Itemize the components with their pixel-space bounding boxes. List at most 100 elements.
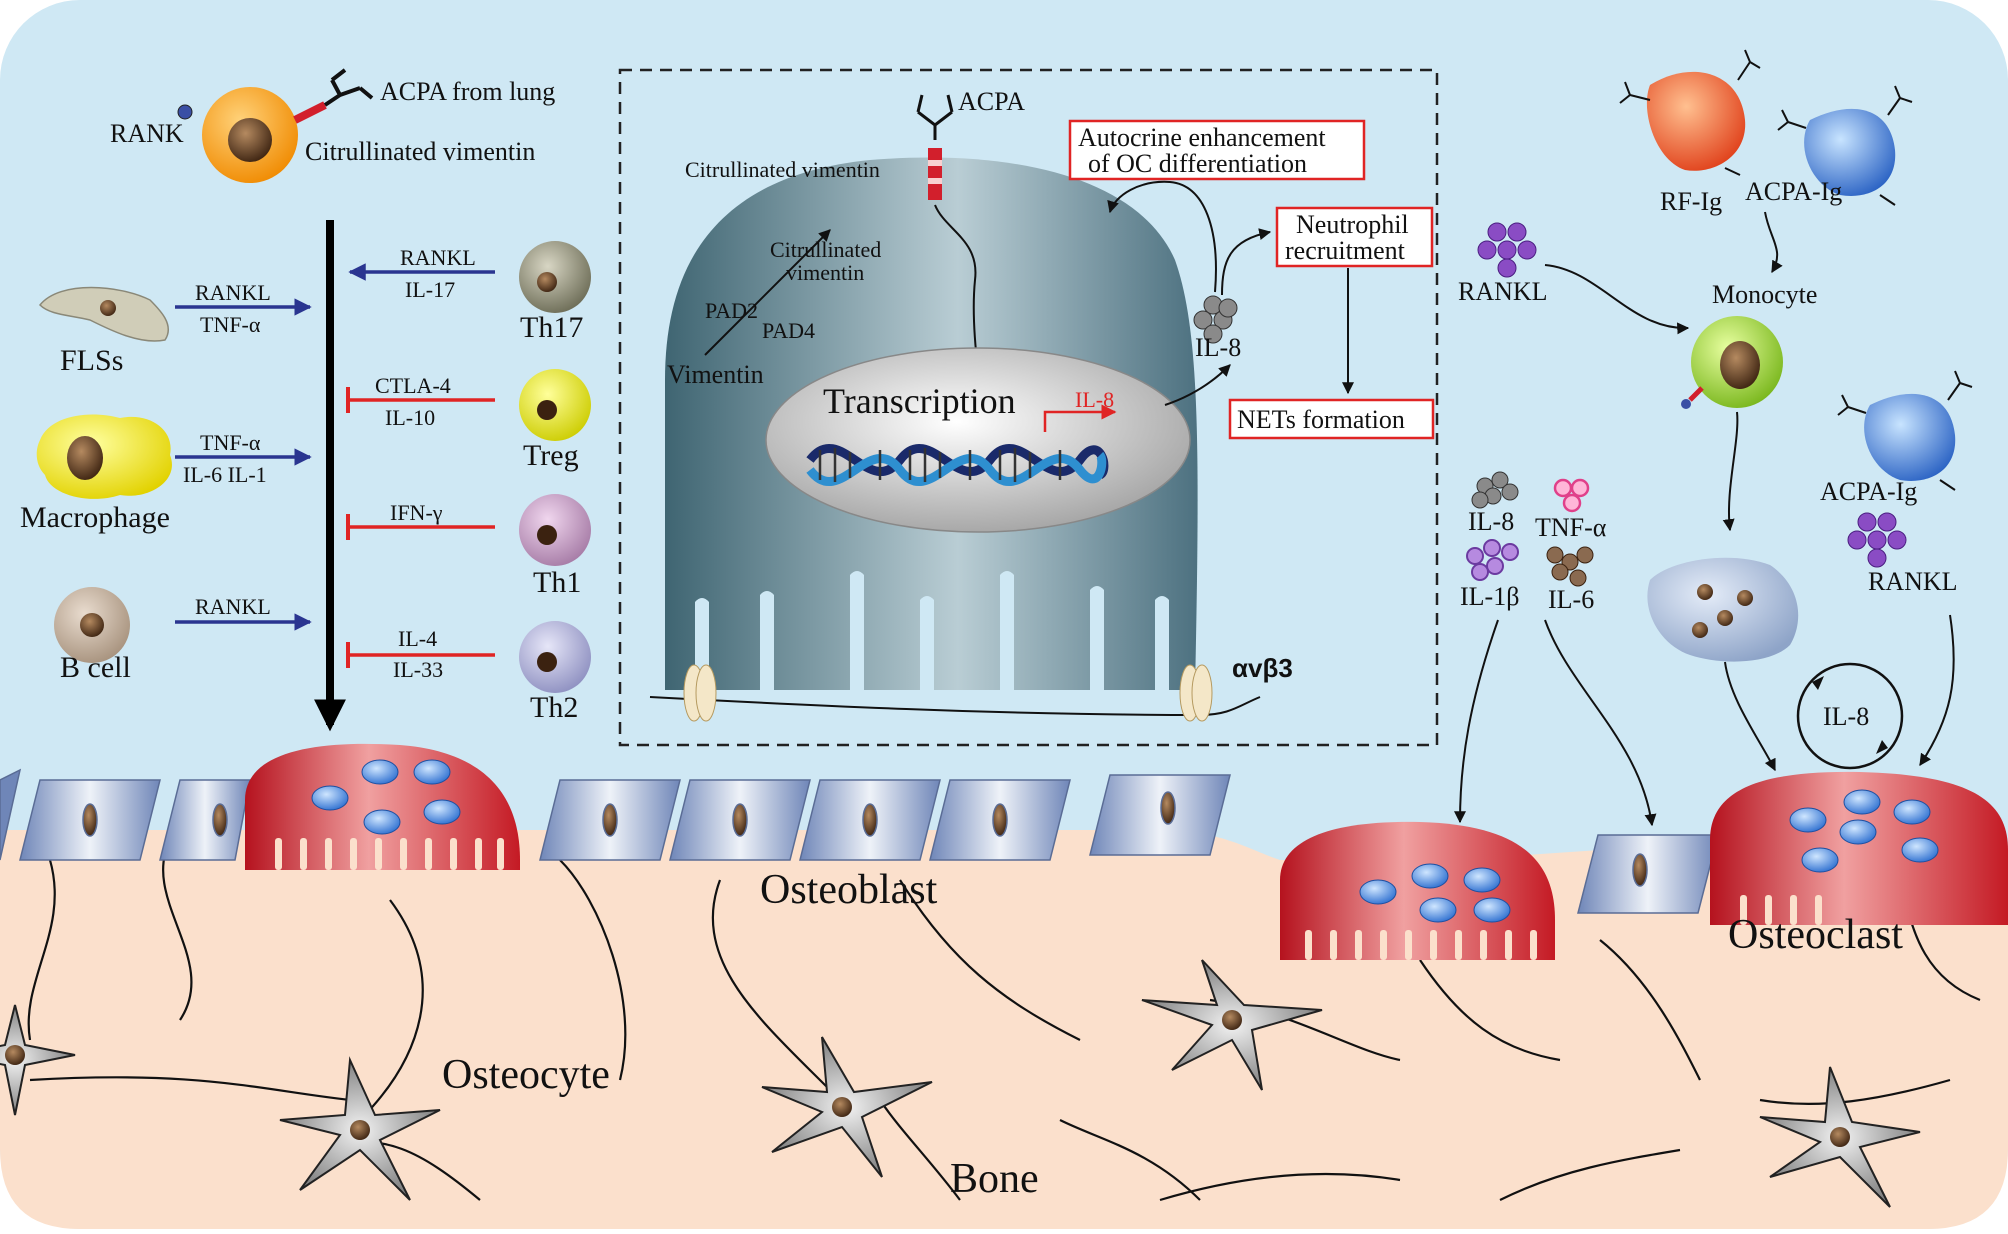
label-osteoblast: Osteoblast [760,867,938,913]
b-cell: B cell [54,587,131,684]
label-autocrine-2: of OC differentiation [1088,149,1307,178]
label-il1b: IL-1β [1460,582,1519,611]
label-acpa-from-lung: ACPA from lung [380,77,555,106]
osteoblast-cell [799,779,941,861]
rankl-cluster-left [1477,222,1537,278]
osteocyte-cell [0,1004,76,1116]
label-treg-il10: IL-10 [385,405,435,430]
label-bcell-rankl: RANKL [195,594,271,619]
nets-box: NETs formation [1228,398,1435,440]
t-cell-arrows: RANKL IL-17 CTLA-4 IL-10 IFN-γ IL-4 IL-3… [346,245,495,682]
il6-cluster [1546,546,1594,587]
rankl-cluster-right [1847,512,1907,568]
label-rf-ig: RF-Ig [1660,187,1722,216]
label-rank: RANK [110,119,184,148]
osteoblast-cell [929,779,1071,861]
monocyte-cell: Monocyte [1681,280,1817,409]
label-il8-gene: IL-8 [1075,387,1114,412]
osteoblast-cell [1089,774,1231,856]
label-il6: IL-6 [1548,585,1594,614]
label-bone: Bone [950,1156,1039,1202]
label-tnf: TNF-α [1535,513,1607,542]
il8-loop: IL-8 [1796,662,1904,770]
osteoclast-right [1710,771,2008,925]
cytokine-clusters: IL-8 TNF-α IL-1β IL-6 [1460,471,1607,614]
tnf-cluster [1553,478,1590,513]
osteoblast-cell [539,779,681,861]
acpa-to-monocyte-arrow [1764,211,1783,274]
osteocyte-cell [1141,959,1323,1091]
neutrophil-box: Neutrophil recruitment [1275,206,1434,268]
label-citrullinated-vimentin-center: Citrullinated vimentin [685,157,880,182]
label-il8-right: IL-8 [1468,507,1514,536]
label-flss-rankl: RANKL [195,280,271,305]
label-citrullinated-2: vimentin [786,260,864,285]
il8-cluster-right [1471,471,1519,509]
osteocyte-cells [0,959,1921,1208]
label-autocrine-1: Autocrine enhancement [1078,123,1326,152]
label-mac-tnf: TNF-α [200,430,261,455]
th1-cell: Th1 [519,494,591,599]
label-th2-il33: IL-33 [393,657,443,682]
label-citrullinated-1: Citrullinated [770,237,881,262]
label-neutrophil-1: Neutrophil [1296,210,1409,239]
label-rankl-left: RANKL [1458,277,1548,306]
label-macrophage: Macrophage [20,501,170,534]
osteocyte-cell [279,1056,441,1201]
rf-ig-complex: RF-Ig [1619,49,1761,216]
label-th17-rankl: RANKL [400,245,476,270]
macrophage-cell: Macrophage [20,414,172,534]
osteoblast-cell [669,779,811,861]
cytokines-to-osteoblast-arrow [1544,619,1657,827]
osteoblast-cell [159,779,251,861]
preosteoclast-cell [1647,557,1799,662]
label-citrullinated-vimentin: Citrullinated vimentin [305,137,535,166]
osteocyte-cell [1759,1066,1921,1208]
rank-receptor-icon [177,104,193,120]
antibody-icon [323,68,374,107]
label-transcription: Transcription [823,381,1016,421]
label-th1: Th1 [533,566,581,599]
rankl-to-monocyte-arrow [1544,264,1690,335]
label-acpa-ig-top: ACPA-Ig [1745,177,1842,206]
left-activation-arrows: RANKL TNF-α TNF-α IL-6 IL-1 RANKL [175,280,312,631]
osteoclast-left [245,743,520,870]
monocyte-to-precursor-arrow [1722,411,1739,532]
inset-dashed-frame [618,68,1439,747]
label-th2-il4: IL-4 [398,626,437,651]
label-th17-il17: IL-17 [405,277,455,302]
label-monocyte: Monocyte [1712,280,1817,309]
acpa-ig-complex-top: ACPA-Ig [1745,85,1913,206]
label-pad4: PAD4 [762,318,815,343]
label-treg-ctla4: CTLA-4 [375,373,451,398]
t-cells: Th17 Treg Th1 Th2 [519,241,591,724]
label-b-cell: B cell [60,651,131,684]
label-neutrophil-2: recruitment [1285,236,1406,265]
label-th2: Th2 [530,691,578,724]
label-flss: FLSs [60,344,123,377]
pad-conversion: Citrullinated vimentin PAD2 PAD4 Vimenti… [667,204,983,389]
label-mac-il6-il1: IL-6 IL-1 [183,462,267,487]
acpa-antibody: ACPA Citrullinated vimentin [685,87,1025,200]
precursor-to-osteoclast-arrow [1724,661,1776,772]
flss-cell: FLSs [38,286,170,377]
label-flss-tnf: TNF-α [200,312,261,337]
osteoblast-layer [0,768,1719,914]
label-pad2: PAD2 [705,298,758,323]
label-th1-ifn: IFN-γ [390,500,443,525]
rank-cell-group: RANK ACPA from lung Citrullinated viment… [110,68,555,183]
label-il8-loop: IL-8 [1823,702,1869,731]
th17-cell: Th17 [519,241,591,344]
label-acpa: ACPA [958,87,1025,116]
label-rankl-right: RANKL [1868,567,1958,596]
label-osteoclast: Osteoclast [1728,912,1903,958]
th2-cell: Th2 [519,621,591,724]
treg-cell: Treg [519,369,591,472]
osteoclast-middle [1280,821,1555,960]
label-acpa-ig-right: ACPA-Ig [1820,477,1917,506]
label-vimentin: Vimentin [667,360,764,389]
il1b-cluster [1466,539,1519,581]
nucleus: Transcription IL-8 [765,347,1191,533]
